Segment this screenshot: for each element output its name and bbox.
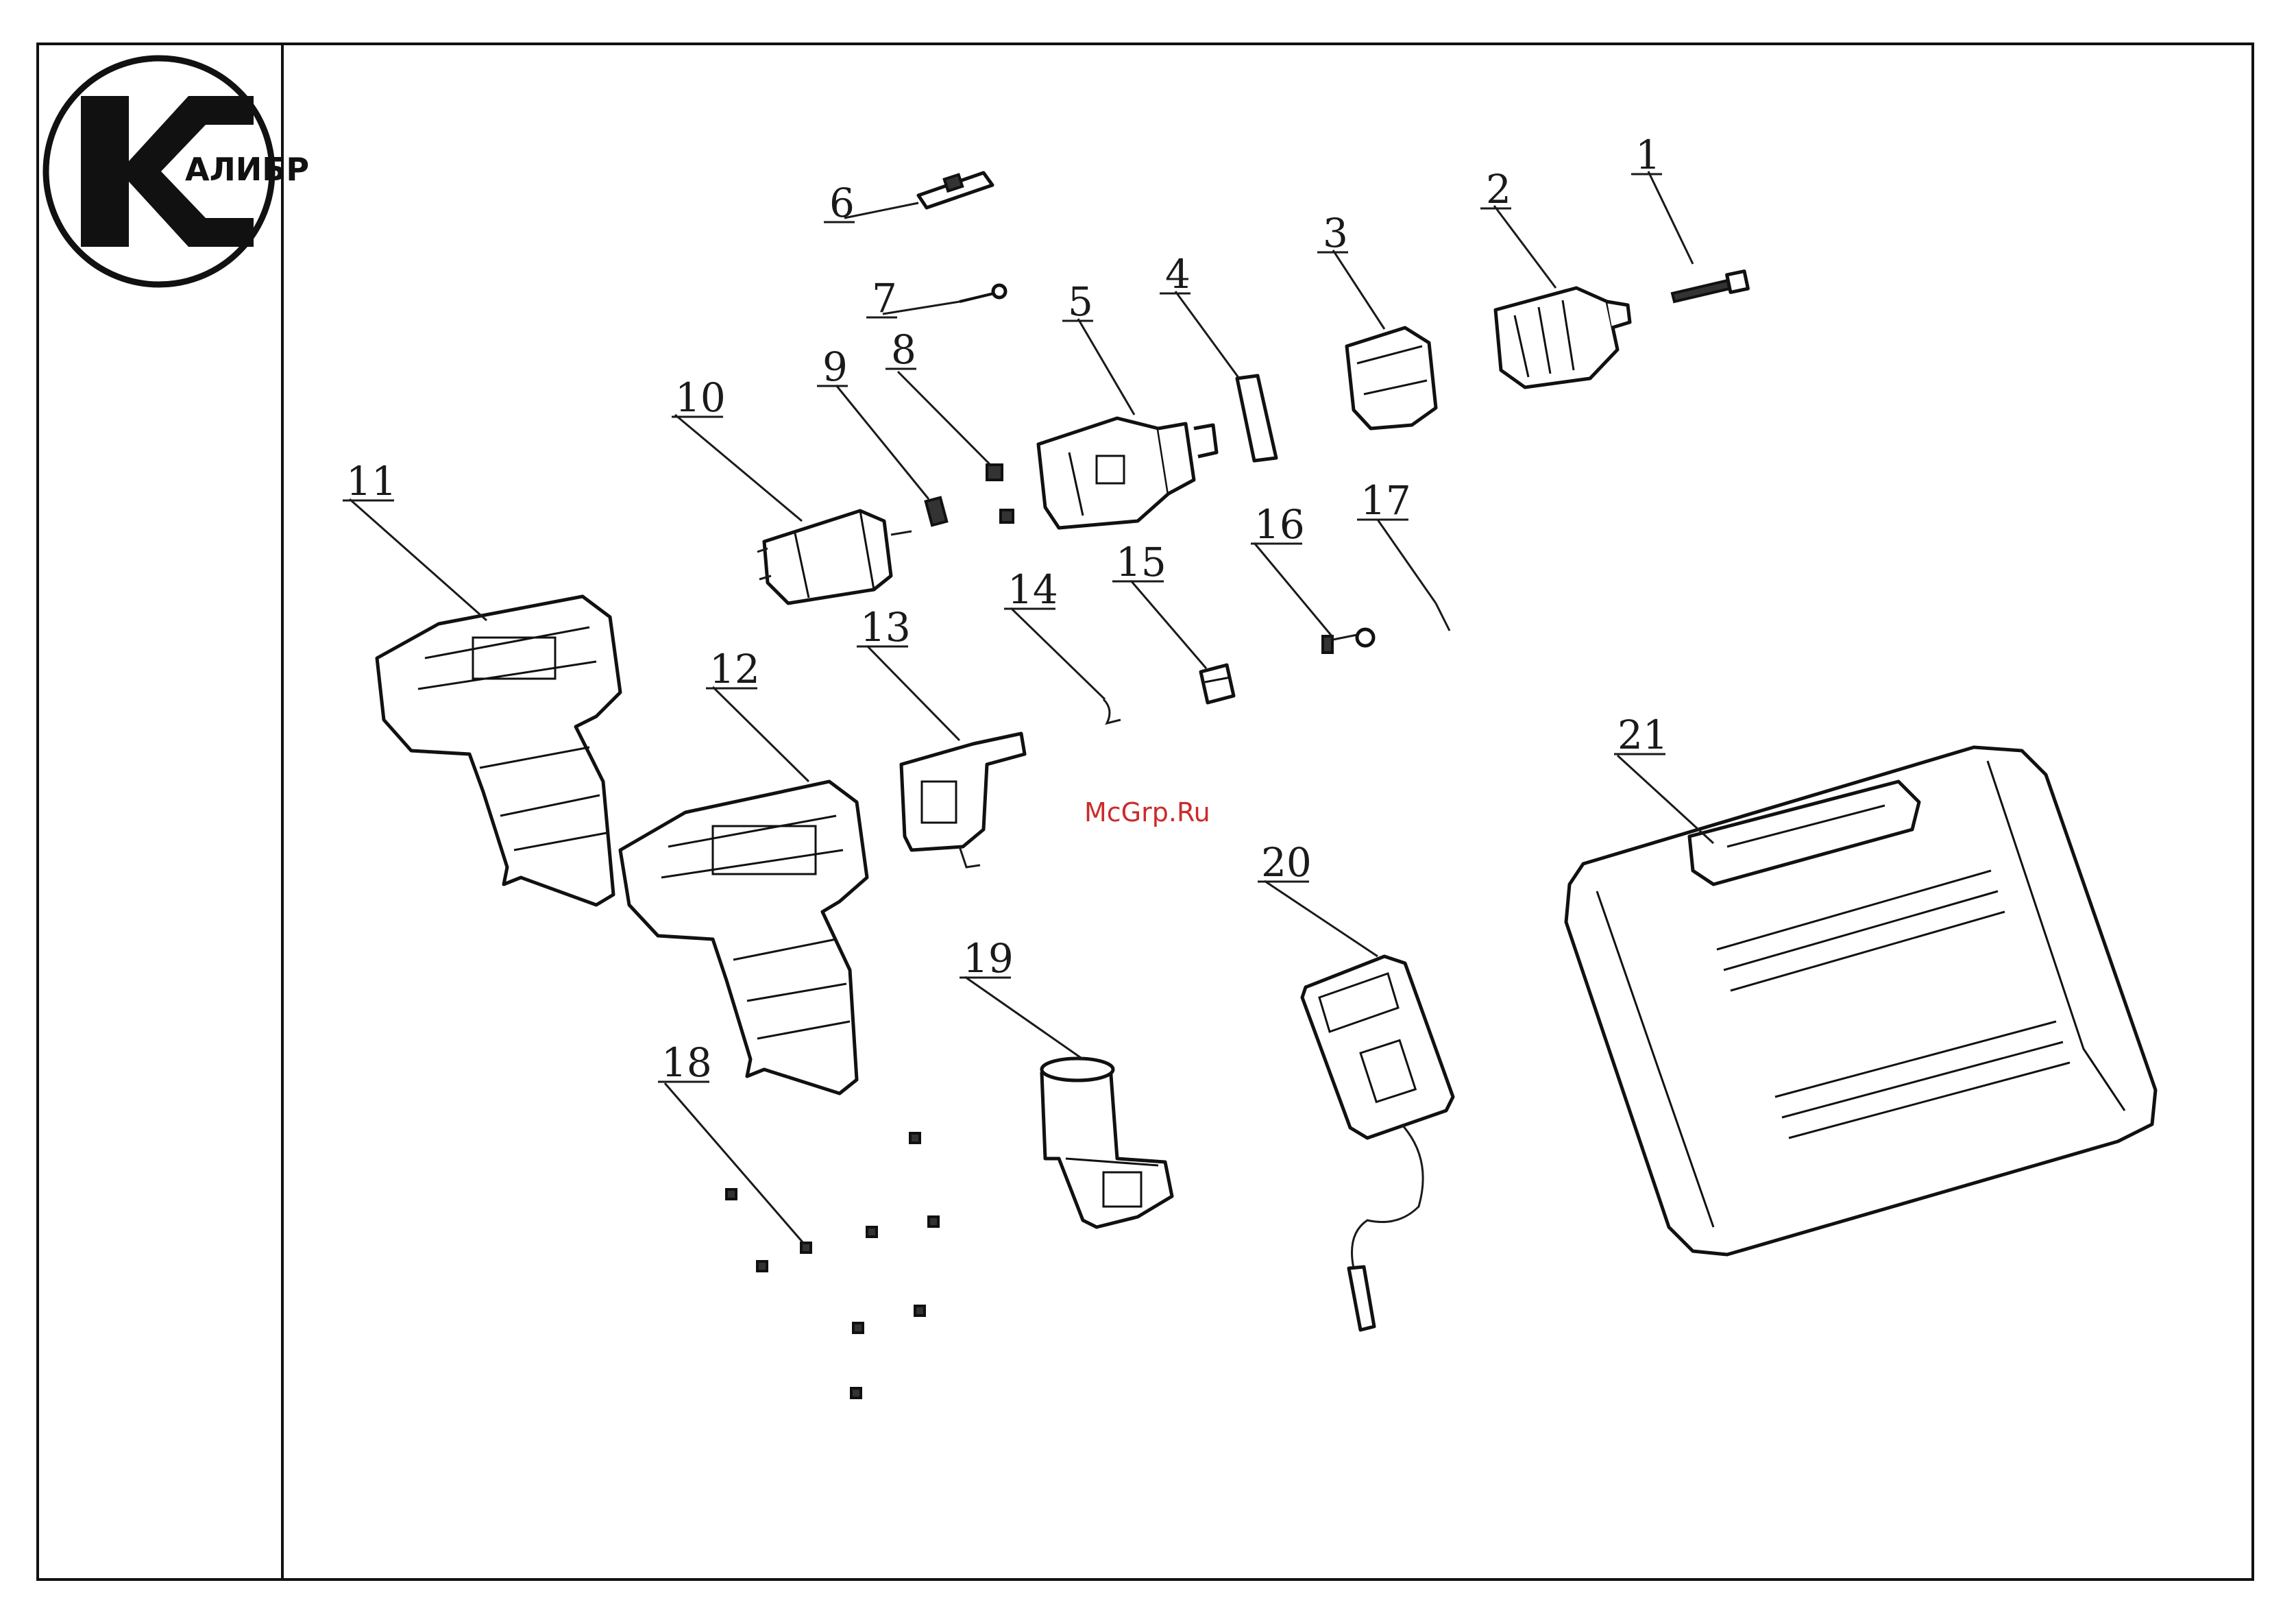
- part-11-housing-left: [377, 596, 620, 905]
- part-2-chuck: [1495, 288, 1630, 387]
- callout-4: 4: [1165, 251, 1190, 298]
- callout-13: 13: [860, 604, 911, 651]
- callout-21: 21: [1617, 712, 1668, 758]
- part-14-spring-clip: [1103, 699, 1121, 723]
- part-9-spring: [926, 498, 947, 525]
- brand-logo: АЛИБР: [46, 58, 309, 285]
- callout-3: 3: [1323, 210, 1348, 256]
- logo-text: АЛИБР: [185, 151, 309, 188]
- callout-8: 8: [891, 326, 916, 373]
- part-20-charger: [1302, 956, 1453, 1330]
- watermark: McGrp.Ru: [1084, 797, 1210, 827]
- callout-19: 19: [963, 935, 1014, 982]
- callout-11: 11: [346, 458, 397, 505]
- part-10-motor: [757, 511, 912, 603]
- part-17-pin: [1436, 603, 1450, 631]
- part-3-clutch-ring: [1347, 328, 1436, 428]
- callout-7: 7: [872, 275, 897, 322]
- callout-10: 10: [675, 374, 726, 421]
- callout-14: 14: [1007, 566, 1058, 613]
- callout-20: 20: [1261, 839, 1312, 886]
- part-18-screws: [726, 1133, 938, 1398]
- callout-1: 1: [1635, 132, 1661, 178]
- part-5-gearbox: [1038, 418, 1217, 528]
- callout-5: 5: [1068, 278, 1093, 325]
- callout-16: 16: [1254, 501, 1305, 548]
- callout-6: 6: [829, 180, 855, 226]
- callout-12: 12: [709, 646, 760, 692]
- part-21-carry-case: [1566, 747, 2155, 1255]
- callout-2: 2: [1486, 166, 1511, 213]
- callout-9: 9: [822, 343, 848, 390]
- part-8-small-bushing: [987, 465, 1013, 522]
- callout-17: 17: [1360, 477, 1411, 524]
- part-4-strip: [1237, 376, 1276, 461]
- part-13-trigger-switch: [901, 734, 1025, 867]
- part-6-slide-switch: [918, 173, 992, 208]
- part-12-housing-right: [620, 782, 867, 1093]
- callout-15: 15: [1116, 539, 1167, 585]
- part-7-wire: [960, 285, 1005, 302]
- callout-18: 18: [661, 1039, 712, 1086]
- part-15-knob: [1201, 665, 1234, 703]
- part-19-battery: [1042, 1058, 1172, 1227]
- part-1-screw: [1672, 271, 1748, 302]
